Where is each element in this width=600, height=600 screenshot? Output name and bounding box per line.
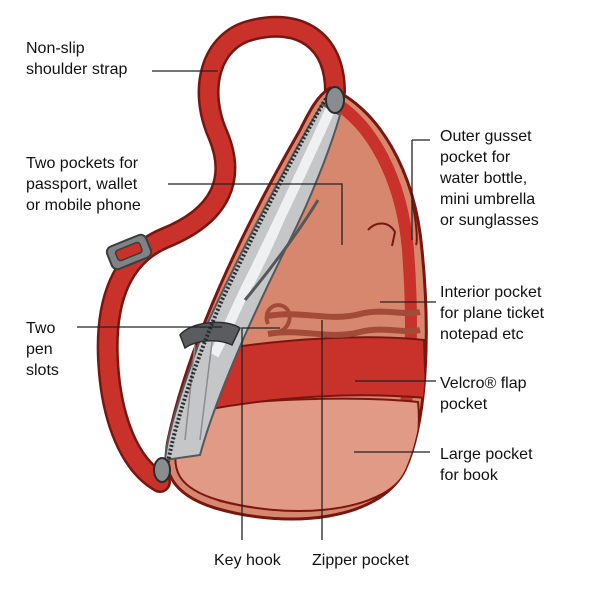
label-line: water bottle, xyxy=(440,170,528,187)
leader-key xyxy=(241,327,280,540)
label-line: pocket xyxy=(440,396,488,413)
strap-buckle xyxy=(105,233,153,271)
gusset-pocket xyxy=(367,199,418,247)
label-shoulder-strap: Non-slip shoulder strap xyxy=(26,38,127,80)
label-line: pocket for xyxy=(440,149,511,166)
label-line: Velcro® flap xyxy=(440,375,527,392)
label-large-pocket: Large pocket for book xyxy=(440,444,533,486)
label-line: Interior pocket xyxy=(440,284,542,301)
label-line: passport, wallet xyxy=(26,176,138,193)
label-velcro-pocket: Velcro® flap pocket xyxy=(440,373,527,415)
label-line: pen xyxy=(26,341,53,358)
label-line: Zipper pocket xyxy=(312,552,409,569)
zipper xyxy=(153,86,345,483)
label-line: shoulder strap xyxy=(26,61,128,78)
label-line: or sunglasses xyxy=(440,212,539,229)
label-line: Outer gusset xyxy=(440,128,532,145)
label-pen-slots: Two pen slots xyxy=(26,318,59,381)
label-line: notepad etc xyxy=(440,326,524,343)
zipper-pull-top xyxy=(325,86,345,114)
label-line: Non-slip xyxy=(26,40,85,57)
label-passport-pockets: Two pockets for passport, wallet or mobi… xyxy=(26,153,141,216)
label-line: for book xyxy=(440,467,498,484)
label-line: slots xyxy=(26,362,59,379)
label-zipper-pocket: Zipper pocket xyxy=(312,550,409,571)
label-gusset-pocket: Outer gusset pocket for water bottle, mi… xyxy=(440,126,539,231)
label-line: mini umbrella xyxy=(440,191,536,208)
interior-pocket xyxy=(267,308,421,338)
leader-lines xyxy=(77,70,436,540)
label-key-hook: Key hook xyxy=(214,550,281,571)
zipper-pull-bottom xyxy=(153,457,171,483)
leader-passport xyxy=(168,183,343,245)
label-line: for plane ticket xyxy=(440,305,545,322)
label-interior-pocket: Interior pocket for plane ticket notepad… xyxy=(440,282,544,345)
label-line: Key hook xyxy=(214,552,281,569)
label-line: or mobile phone xyxy=(26,197,141,214)
label-line: Two pockets for xyxy=(26,155,139,172)
shoulder-strap xyxy=(96,15,346,493)
key-hook xyxy=(264,303,292,334)
pen-slots xyxy=(179,321,241,441)
label-line: Large pocket xyxy=(440,446,533,463)
label-line: Two xyxy=(26,320,56,337)
